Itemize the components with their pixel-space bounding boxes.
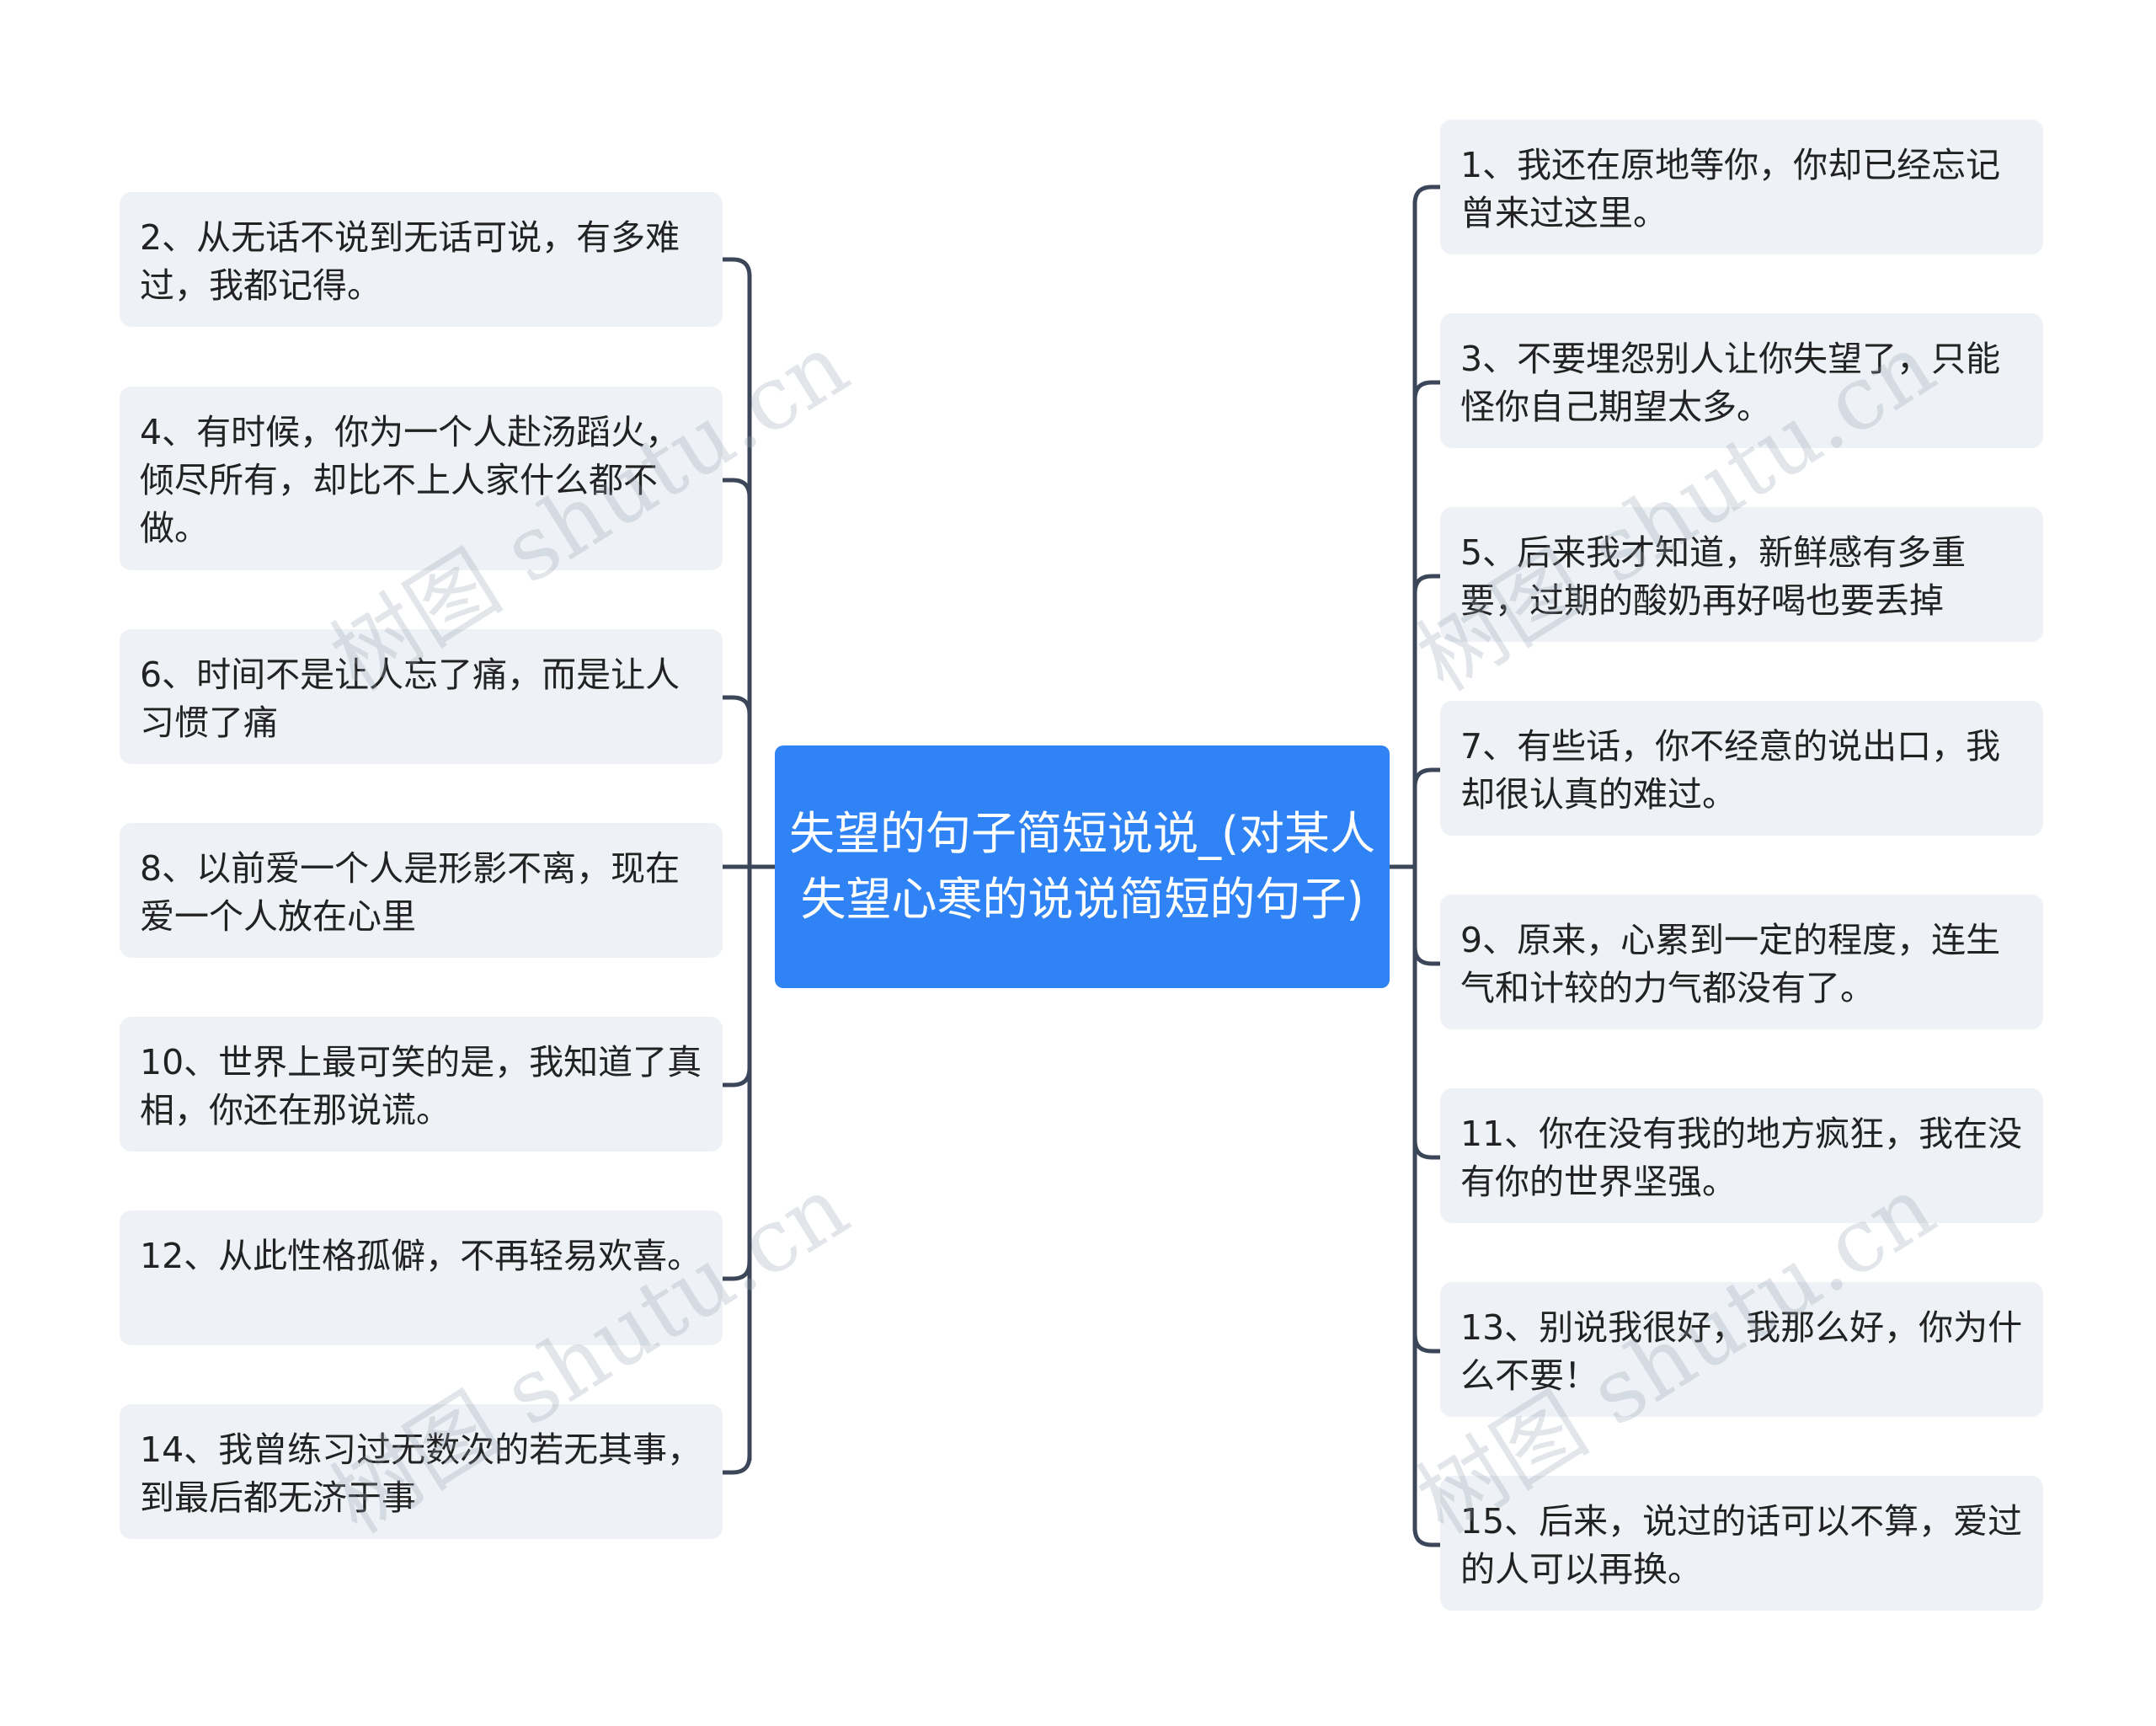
left-topic-2-text: 4、有时候，你为一个人赴汤蹈火，倾尽所有，却比不上人家什么都不做。 [140, 412, 680, 548]
left-topic-5[interactable]: 10、世界上最可笑的是，我知道了真相，你还在那说谎。 [120, 1017, 723, 1152]
left-topic-7-text: 14、我曾练习过无数次的若无其事，到最后都无济于事 [140, 1429, 702, 1518]
right-connector-branch-7 [1412, 1332, 1443, 1354]
left-topic-5-text: 10、世界上最可笑的是，我知道了真相，你还在那说谎。 [140, 1042, 702, 1130]
right-topic-3-text: 5、后来我才知道，新鲜感有多重要，过期的酸奶再好喝也要丢掉 [1460, 532, 1967, 621]
left-connector-branch-7 [720, 1453, 752, 1475]
right-connector-branch-3 [1412, 574, 1443, 596]
right-topic-7-text: 13、别说我很好，我那么好，你为什么不要！ [1460, 1307, 2023, 1396]
right-topic-8-text: 15、后来，说过的话可以不算，爱过的人可以再换。 [1460, 1501, 2023, 1590]
right-topic-1[interactable]: 1、我还在原地等你，你却已经忘记曾来过这里。 [1440, 120, 2043, 254]
left-topic-3[interactable]: 6、时间不是让人忘了痛，而是让人习惯了痛 [120, 629, 723, 764]
left-topic-6-text: 12、从此性格孤僻，不再轻易欢喜。 [140, 1236, 702, 1276]
right-topic-3[interactable]: 5、后来我才知道，新鲜感有多重要，过期的酸奶再好喝也要丢掉 [1440, 507, 2043, 642]
root-topic-label: 失望的句子简短说说_(对某人失望心寒的说说简短的句子) [788, 807, 1376, 926]
root-topic[interactable]: 失望的句子简短说说_(对某人失望心寒的说说简短的句子) [775, 745, 1390, 988]
right-topic-6-text: 11、你在没有我的地方疯狂，我在没有你的世界坚强。 [1460, 1114, 2023, 1202]
right-connector-branch-4 [1412, 767, 1443, 789]
right-connector-branch-1 [1412, 184, 1443, 206]
right-topic-2-text: 3、不要埋怨别人让你失望了，只能怪你自己期望太多。 [1460, 339, 2001, 427]
left-topic-7[interactable]: 14、我曾练习过无数次的若无其事，到最后都无济于事 [120, 1404, 723, 1539]
left-topic-3-text: 6、时间不是让人忘了痛，而是让人习惯了痛 [140, 655, 680, 743]
left-topic-4-text: 8、以前爱一个人是形影不离，现在爱一个人放在心里 [140, 848, 680, 937]
left-connector-branch-5 [720, 1066, 752, 1087]
right-connector-branch-5 [1412, 944, 1443, 966]
right-topic-8[interactable]: 15、后来，说过的话可以不算，爱过的人可以再换。 [1440, 1476, 2043, 1611]
right-topic-2[interactable]: 3、不要埋怨别人让你失望了，只能怪你自己期望太多。 [1440, 313, 2043, 448]
right-topic-7[interactable]: 13、别说我很好，我那么好，你为什么不要！ [1440, 1282, 2043, 1417]
left-topic-1-text: 2、从无话不说到无话可说，有多难过，我都记得。 [140, 217, 680, 306]
left-topic-6[interactable]: 12、从此性格孤僻，不再轻易欢喜。 [120, 1210, 723, 1345]
right-topic-4[interactable]: 7、有些话，你不经意的说出口，我却很认真的难过。 [1440, 701, 2043, 836]
left-connector-branch-3 [720, 695, 752, 717]
right-topic-4-text: 7、有些话，你不经意的说出口，我却很认真的难过。 [1460, 726, 2001, 815]
right-topic-5[interactable]: 9、原来，心累到一定的程度，连生气和计较的力气都没有了。 [1440, 895, 2043, 1029]
right-connector-branch-6 [1412, 1138, 1443, 1160]
left-connector-branch-1 [720, 257, 752, 279]
left-topic-2[interactable]: 4、有时候，你为一个人赴汤蹈火，倾尽所有，却比不上人家什么都不做。 [120, 387, 723, 570]
right-topic-5-text: 9、原来，心累到一定的程度，连生气和计较的力气都没有了。 [1460, 920, 2001, 1008]
left-topic-4[interactable]: 8、以前爱一个人是形影不离，现在爱一个人放在心里 [120, 823, 723, 958]
right-topic-6[interactable]: 11、你在没有我的地方疯狂，我在没有你的世界坚强。 [1440, 1088, 2043, 1223]
right-connector-branch-8 [1412, 1526, 1443, 1547]
right-topic-1-text: 1、我还在原地等你，你却已经忘记曾来过这里。 [1460, 145, 2001, 233]
left-topic-1[interactable]: 2、从无话不说到无话可说，有多难过，我都记得。 [120, 192, 723, 327]
left-connector-branch-2 [720, 478, 752, 500]
right-connector-branch-2 [1412, 380, 1443, 402]
left-connector-branch-6 [720, 1259, 752, 1281]
